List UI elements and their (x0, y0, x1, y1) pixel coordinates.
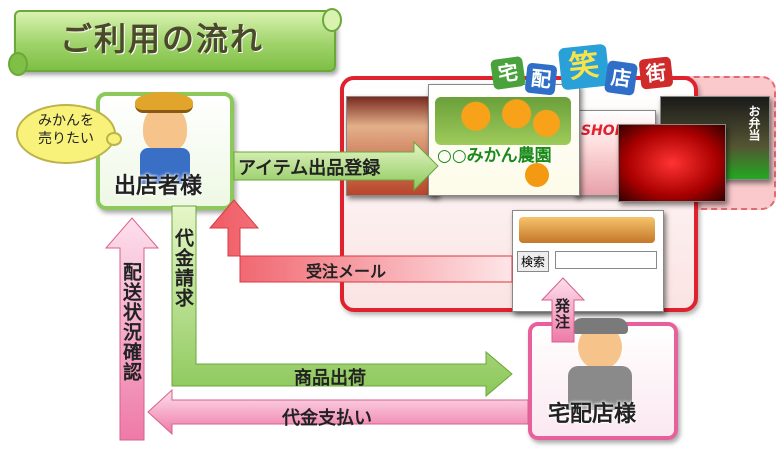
ship-label: 商品出荷 (294, 364, 366, 390)
shipping-check-label: 配送状況確認 (118, 262, 145, 382)
payment-label: 代金支払い (282, 404, 372, 430)
register-label: アイテム出品登録 (238, 154, 380, 180)
order-mail-label: 受注メール (306, 258, 386, 282)
order-mail-arrow (212, 204, 512, 258)
billing-label: 代金請求 (170, 228, 197, 308)
order-label: 発注 (552, 298, 573, 330)
